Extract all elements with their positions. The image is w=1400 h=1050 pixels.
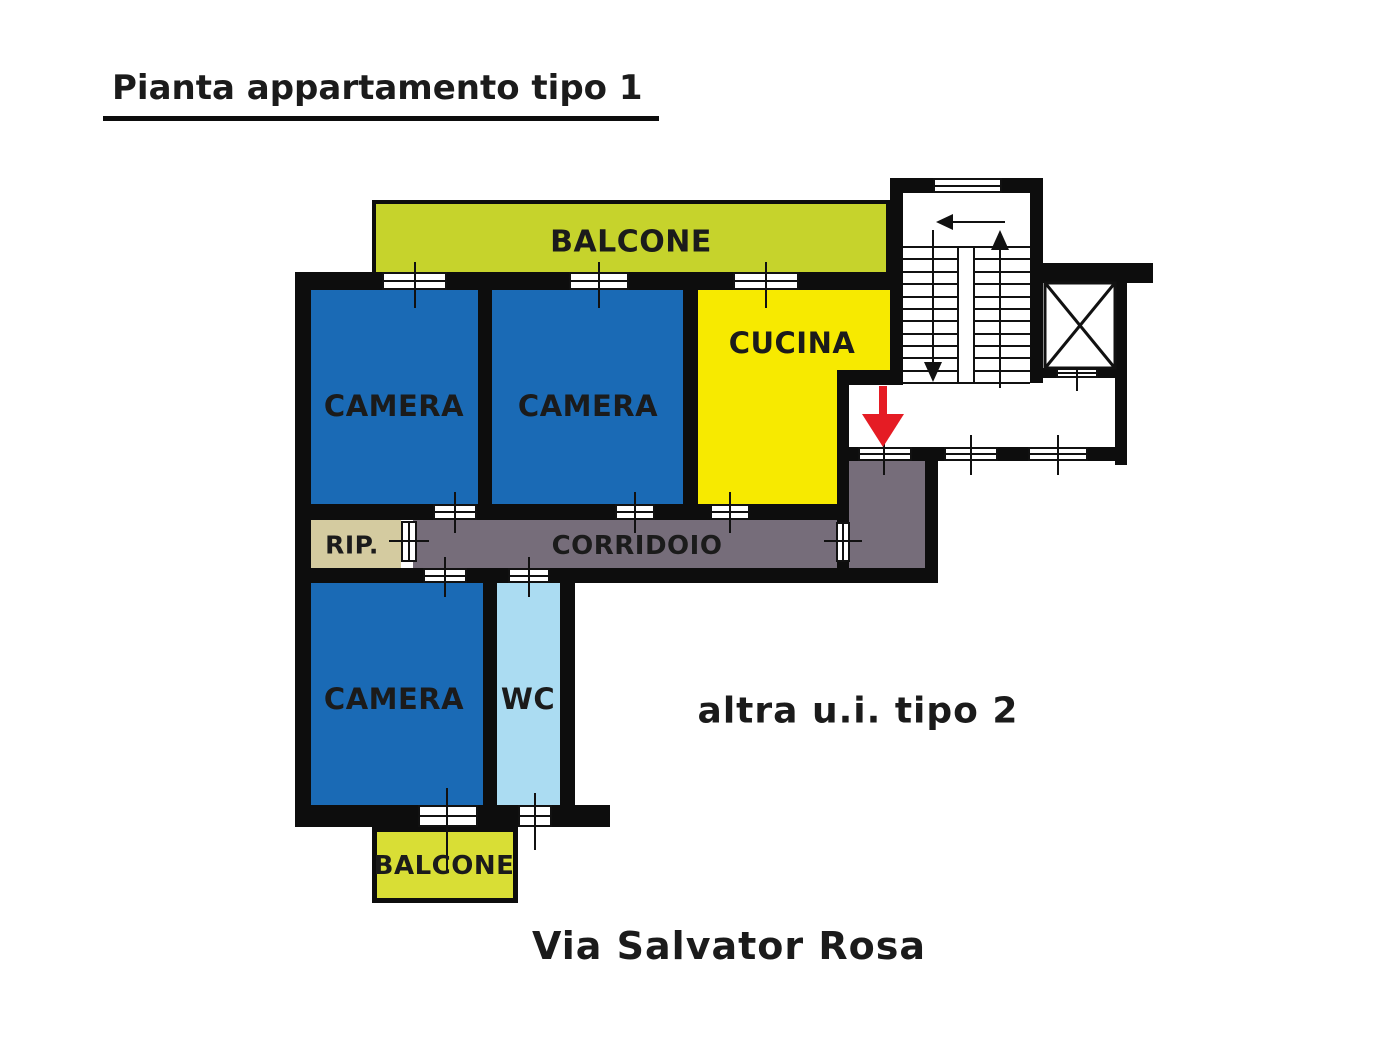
window-tick	[444, 557, 446, 597]
room-balcone-top	[372, 200, 890, 273]
window-tick	[534, 793, 536, 850]
room-cucina-upper	[698, 290, 890, 370]
window-tick	[765, 262, 767, 308]
window-tick	[414, 262, 416, 308]
room-camera-1	[311, 290, 478, 504]
room-rip	[311, 517, 401, 570]
window-tick	[634, 492, 636, 533]
window-tick	[454, 492, 456, 533]
room-label-balcone-top: BALCONE	[550, 224, 712, 260]
room-entry-vestibule	[849, 461, 925, 573]
wall-segment-stairwell	[890, 178, 903, 383]
wall-segment	[295, 504, 849, 520]
window-tick	[1057, 435, 1059, 475]
stair-steps	[903, 246, 1030, 384]
room-wc	[497, 583, 560, 805]
room-label-cucina: CUCINA	[728, 326, 856, 360]
room-label-balcone-bottom: BALCONE	[373, 851, 515, 881]
room-label-camera-2: CAMERA	[517, 389, 659, 423]
window-tick	[729, 492, 731, 533]
wall-segment-elevator	[1032, 263, 1153, 283]
room-corridoio	[413, 520, 837, 568]
page-title: Pianta appartamento tipo 1	[112, 68, 643, 108]
wall-segment	[560, 583, 575, 807]
room-cucina-lower	[698, 370, 837, 506]
window-tick	[528, 557, 530, 597]
room-label-rip: RIP.	[325, 530, 379, 560]
room-camera-3	[311, 583, 483, 805]
window-tick	[389, 540, 429, 542]
room-balcone-bottom	[372, 827, 518, 903]
entrance-door-symbol	[858, 447, 912, 461]
wall-segment	[295, 272, 311, 827]
street-name-label: Via Salvator Rosa	[532, 924, 926, 968]
room-label-camera-1: CAMERA	[323, 389, 465, 423]
room-camera-2	[492, 290, 683, 504]
stair-direction-arrows	[924, 214, 1009, 388]
elevator-x-icon	[1043, 281, 1117, 370]
window-symbol	[418, 805, 478, 827]
window-tick	[970, 435, 972, 475]
window-tick	[824, 540, 862, 542]
room-label-corridoio: CORRIDOIO	[551, 531, 723, 561]
stairwell-door-symbol	[933, 178, 1002, 193]
wall-segment-elevator	[1115, 283, 1127, 465]
window-tick	[598, 262, 600, 308]
wall-segment	[683, 290, 698, 506]
wall-segment	[483, 583, 497, 805]
wall-segment	[925, 447, 938, 583]
wall-segment	[849, 370, 903, 385]
window-tick	[446, 788, 448, 872]
room-label-camera-3: CAMERA	[323, 682, 465, 716]
wall-segment	[478, 290, 492, 506]
title-underline	[103, 116, 659, 121]
window-tick	[1076, 355, 1078, 391]
door-symbol	[836, 522, 850, 562]
other-unit-annotation: altra u.i. tipo 2	[697, 690, 1019, 732]
room-label-wc: WC	[500, 682, 556, 716]
window-tick	[883, 435, 885, 475]
